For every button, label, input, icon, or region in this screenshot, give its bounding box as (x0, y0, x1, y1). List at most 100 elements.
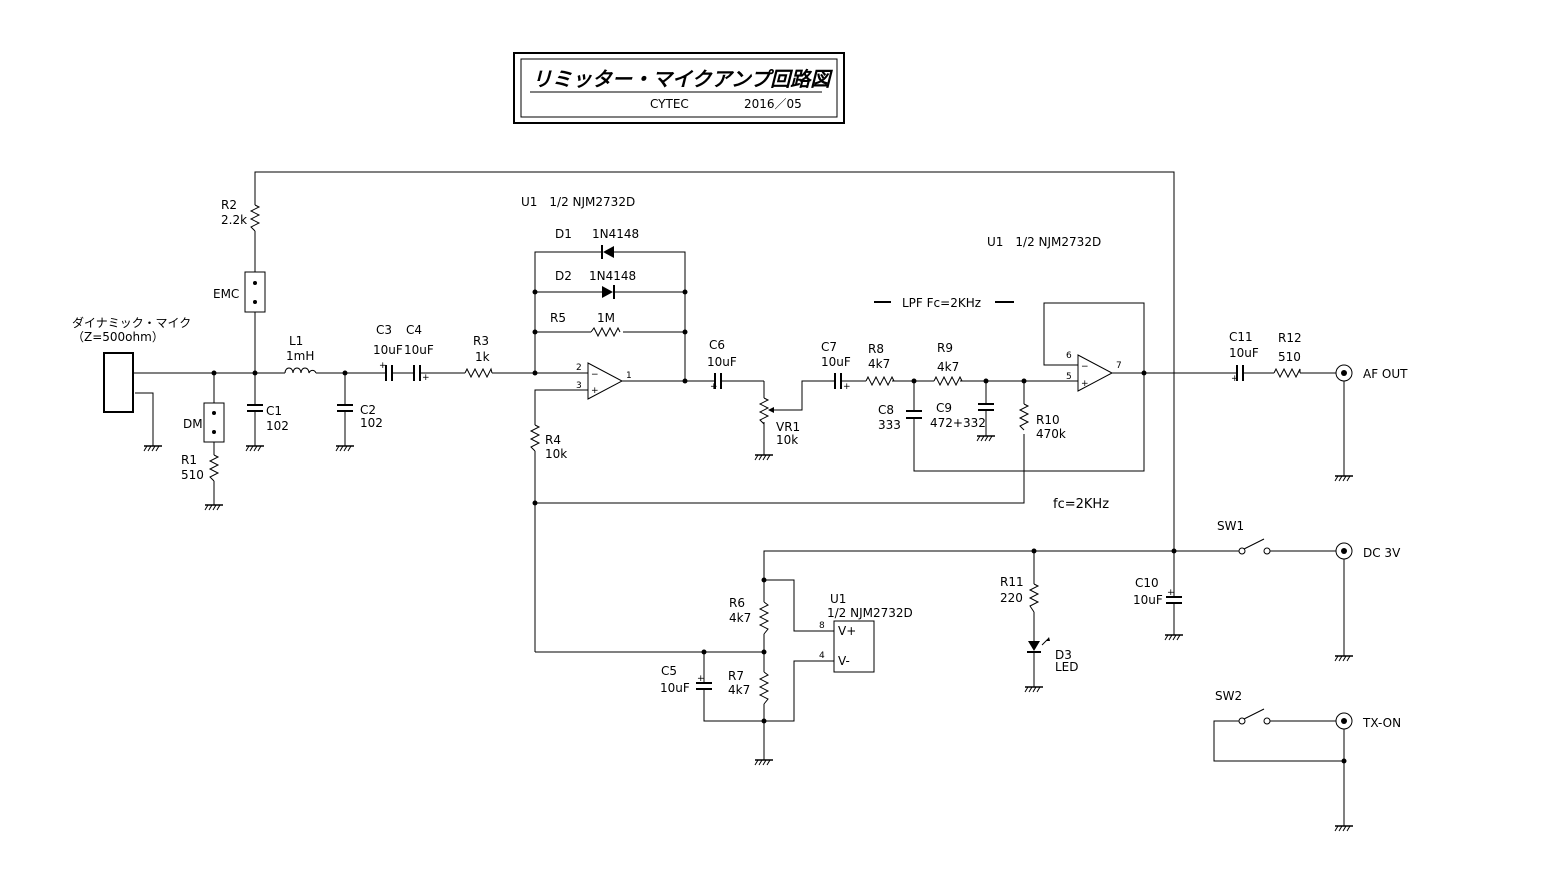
vr1-value: 10k (776, 433, 798, 447)
title-company: CYTEC (650, 97, 689, 111)
svg-text:+: + (1231, 374, 1239, 384)
junctions (211, 289, 1347, 764)
r11-value: 220 (1000, 591, 1023, 605)
svg-text:+: + (843, 382, 851, 392)
emc-jumper (244, 271, 266, 313)
resistor-r12 (1273, 367, 1301, 379)
r7-ref: R7 (728, 669, 744, 683)
diode-d2 (602, 285, 615, 299)
c10-value: 10uF (1133, 593, 1163, 607)
mic-impedance-label: （Z=500ohm） (72, 330, 164, 344)
opamp-u1a: − + 2 3 1 (576, 362, 632, 400)
svg-text:V-: V- (838, 654, 850, 668)
ground-icon (1024, 686, 1043, 693)
r8-value: 4k7 (868, 357, 890, 371)
af-out-label: AF OUT (1363, 367, 1408, 381)
c5-value: 10uF (660, 681, 690, 695)
tx-on-label: TX-ON (1362, 716, 1401, 730)
ground-icon (976, 435, 995, 442)
c8-value: 333 (878, 418, 901, 432)
d1-value: 1N4148 (592, 227, 639, 241)
r1-ref: R1 (181, 453, 197, 467)
c2-ref: C2 (360, 403, 376, 417)
u1c-part: 1/2 NJM2732D (827, 606, 913, 620)
sw2-label: SW2 (1215, 689, 1242, 703)
r7-value: 4k7 (728, 683, 750, 697)
svg-text:2: 2 (576, 363, 582, 373)
switch-sw1 (1238, 538, 1271, 555)
c8-ref: C8 (878, 403, 894, 417)
capacitor-c10: + (1166, 588, 1182, 604)
d2-ref: D2 (555, 269, 572, 283)
r1-value: 510 (181, 468, 204, 482)
u1c-ref: U1 (830, 592, 846, 606)
potentiometer-vr1 (758, 397, 774, 425)
capacitor-c1 (247, 404, 263, 412)
resistor-r3 (464, 367, 493, 379)
r5-ref: R5 (550, 311, 566, 325)
title-block: リミッター・マイクアンプ回路図 CYTEC 2016／05 (513, 52, 845, 124)
tx-on-connector (1335, 712, 1353, 730)
resistor-r10 (1018, 403, 1030, 431)
af-out-connector (1335, 364, 1353, 382)
d1-ref: D1 (555, 227, 572, 241)
r8-ref: R8 (868, 342, 884, 356)
mic-symbol (103, 352, 140, 413)
diode-d1 (601, 245, 614, 259)
capacitor-c11: + (1231, 365, 1244, 384)
ground-icon (143, 445, 162, 452)
c1-value: 102 (266, 419, 289, 433)
resistor-r11 (1028, 583, 1040, 613)
c9-value: 472+332 (930, 416, 986, 430)
r12-value: 510 (1278, 350, 1301, 364)
svg-text:+: + (1167, 588, 1175, 598)
r3-ref: R3 (473, 334, 489, 348)
title-main: リミッター・マイクアンプ回路図 (532, 67, 833, 91)
svg-text:−: − (591, 370, 599, 380)
ground-icon (335, 445, 354, 452)
r2-value: 2.2k (221, 213, 247, 227)
ground-icon (1164, 634, 1183, 641)
sw1-label: SW1 (1217, 519, 1244, 533)
d3-value: LED (1055, 660, 1079, 674)
capacitor-c2 (337, 404, 353, 412)
c11-value: 10uF (1229, 346, 1259, 360)
r6-ref: R6 (729, 596, 745, 610)
svg-text:5: 5 (1066, 372, 1072, 382)
ground-icon (204, 504, 223, 511)
svg-text:8: 8 (819, 621, 825, 631)
capacitor-c3: + (379, 361, 393, 381)
r2-ref: R2 (221, 198, 237, 212)
dc-connector (1335, 542, 1353, 560)
inductor-l1 (284, 367, 317, 374)
capacitor-c7: + (834, 373, 851, 392)
svg-text:3: 3 (576, 381, 582, 391)
resistor-r1 (208, 454, 220, 482)
c1-ref: C1 (266, 404, 282, 418)
l1-ref: L1 (289, 334, 303, 348)
ground-icon (1334, 825, 1353, 832)
ground-symbols (143, 435, 1353, 832)
u1a-label: U1 1/2 NJM2732D (521, 195, 635, 209)
dc-3v-label: DC 3V (1363, 546, 1401, 560)
svg-text:6: 6 (1066, 351, 1072, 361)
resistor-r8 (865, 375, 895, 387)
r11-ref: R11 (1000, 575, 1024, 589)
capacitor-c6: + (710, 373, 722, 392)
c11-ref: C11 (1229, 330, 1253, 344)
l1-value: 1mH (286, 349, 314, 363)
ground-icon (245, 445, 264, 452)
led-d3 (1027, 637, 1050, 653)
r5-value: 1M (597, 311, 615, 325)
r9-value: 4k7 (937, 360, 959, 374)
svg-text:+: + (697, 674, 705, 684)
r9-ref: R9 (937, 341, 953, 355)
svg-text:−: − (1081, 362, 1089, 372)
ground-icon (1334, 655, 1353, 662)
c10-ref: C10 (1135, 576, 1159, 590)
resistor-r2 (249, 204, 261, 232)
c4-value: 10uF (404, 343, 434, 357)
resistor-r9 (933, 375, 963, 387)
svg-text:+: + (710, 382, 718, 392)
